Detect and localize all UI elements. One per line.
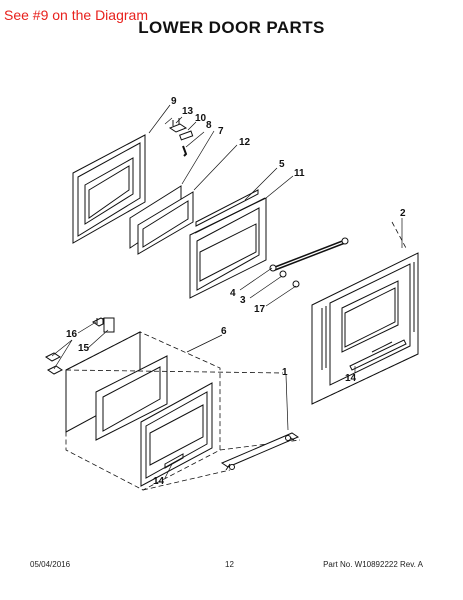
callout-16: 16 <box>66 329 78 340</box>
diagram-note: See #9 on the Diagram <box>4 7 148 23</box>
callout-4: 4 <box>230 288 236 299</box>
footer-part-number: Part No. W10892222 Rev. A <box>323 560 423 569</box>
footer-page-number: 12 <box>225 560 234 569</box>
footer-date: 05/04/2016 <box>30 560 71 569</box>
part-rod <box>269 237 349 288</box>
callout-5: 5 <box>279 159 285 170</box>
part-14-lower-door-frame <box>140 382 213 487</box>
callout-3: 3 <box>240 295 246 306</box>
callout-13: 13 <box>182 106 194 117</box>
callout-2: 2 <box>400 208 406 219</box>
parts-13-10-8-hardware <box>164 117 194 157</box>
callout-1: 1 <box>282 367 288 378</box>
callout-15: 15 <box>78 343 90 354</box>
callout-11: 11 <box>294 168 305 179</box>
page-title: LOWER DOOR PARTS <box>138 18 325 37</box>
part-9-door-panel <box>72 134 146 244</box>
part-2-door-assembly <box>311 252 419 405</box>
callout-12: 12 <box>239 137 251 148</box>
part-12-glass <box>137 191 194 255</box>
callout-6: 6 <box>221 326 227 337</box>
part-11-inner-frame <box>189 197 267 299</box>
callout-10: 10 <box>195 113 207 124</box>
part-lower-glass <box>65 331 168 441</box>
callout-14-left: 14 <box>153 476 165 487</box>
part-1-bracket <box>220 432 300 471</box>
callout-17: 17 <box>254 304 266 315</box>
callout-9: 9 <box>171 96 177 107</box>
callout-14-right: 14 <box>345 373 357 384</box>
part-5-trim <box>195 189 259 227</box>
callout-7: 7 <box>218 126 224 137</box>
part-16-15-hardware <box>45 317 115 375</box>
callout-8: 8 <box>206 120 212 131</box>
